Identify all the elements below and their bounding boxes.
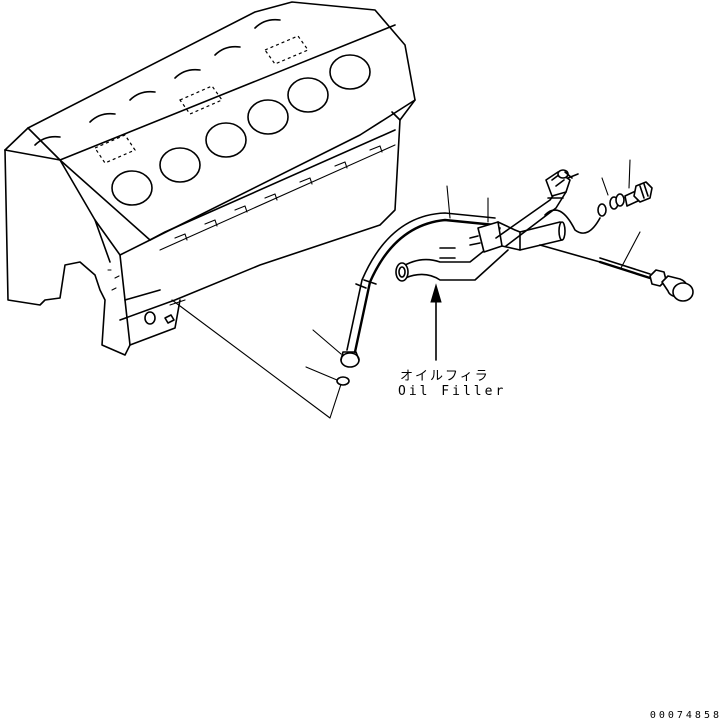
oil-filler-callout-arrow <box>430 283 442 361</box>
leader-lines <box>169 299 344 419</box>
dipstick-guide-tube <box>305 212 497 386</box>
oil-filler-label-japanese: オイルフィラ <box>400 369 490 384</box>
drawing-number: 00074858 <box>649 710 722 721</box>
oil-filler-label-english: Oil Filler <box>398 384 507 399</box>
engine-block <box>4 1 416 356</box>
oil-filler-tube <box>395 169 579 282</box>
bolt-and-washers <box>446 159 653 234</box>
dipstick <box>539 231 694 302</box>
